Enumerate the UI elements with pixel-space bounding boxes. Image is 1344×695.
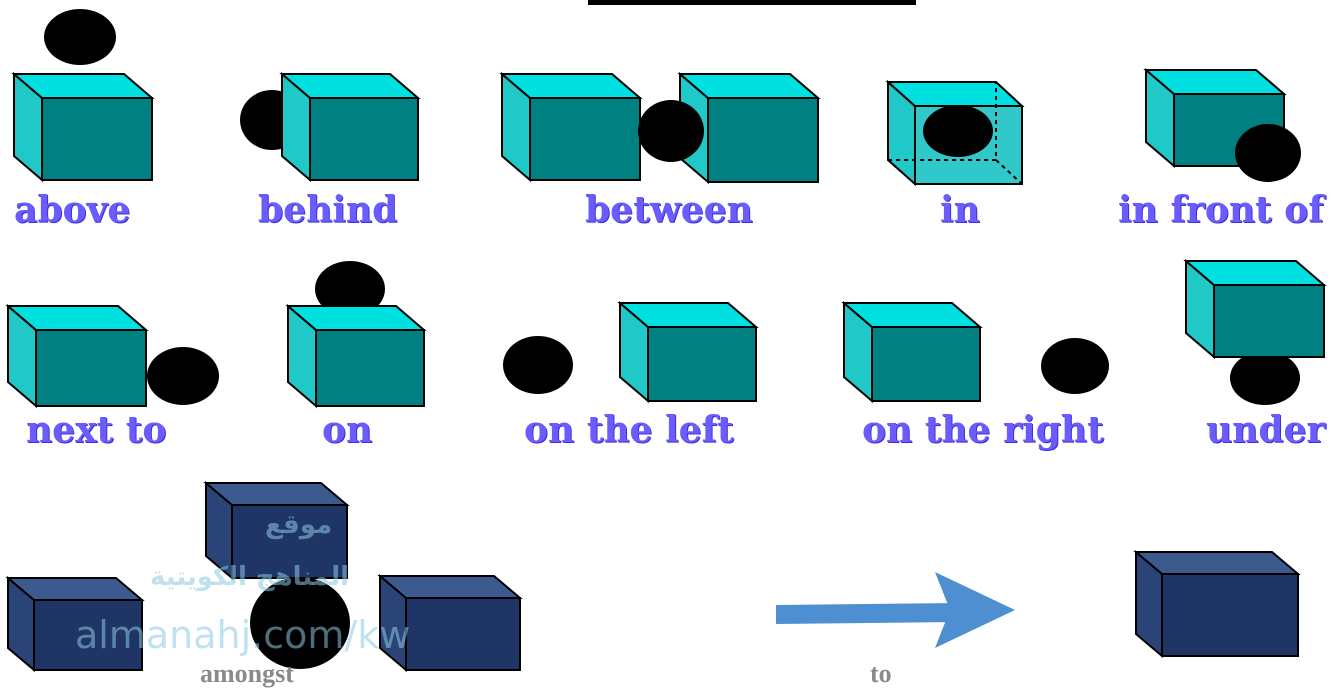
ball-under — [1230, 351, 1300, 405]
cube-next-to — [8, 306, 146, 406]
dark-cube-amongst-right-top — [380, 576, 520, 598]
label-between: between — [585, 192, 753, 228]
cube-on-the-right — [844, 303, 980, 401]
cube-on-the-left-front — [648, 327, 756, 401]
arrow-shaft — [776, 603, 960, 624]
cube-behind-front — [310, 98, 418, 180]
dark-cube-amongst-left — [8, 578, 142, 670]
dark-cube-amongst-top-top — [206, 483, 347, 505]
cube-on-the-right-front — [872, 327, 980, 401]
label-to: to — [870, 661, 892, 687]
label-on-the-right: on the right — [862, 412, 1104, 448]
dark-cube-to-top — [1136, 552, 1298, 574]
cube-under-front — [1214, 285, 1324, 357]
dark-cube-amongst-top-front — [232, 505, 347, 578]
label-above: above — [14, 192, 130, 228]
ball-on-the-left — [503, 336, 573, 394]
ball-in-front-of — [1235, 124, 1301, 182]
ball-on-the-right — [1041, 338, 1109, 394]
dark-cube-amongst-right-front — [406, 598, 520, 670]
label-on: on — [322, 412, 372, 448]
dark-cube-to — [1136, 552, 1298, 656]
ball-between — [638, 100, 704, 162]
label-on-the-left: on the left — [524, 412, 734, 448]
cube-between-left-front — [530, 98, 640, 180]
cube-between-left — [502, 74, 640, 180]
title-underline — [588, 0, 916, 5]
dark-cube-to-front — [1162, 574, 1298, 656]
dark-cube-amongst-top — [206, 483, 347, 578]
cube-on-front — [316, 330, 424, 406]
cube-under — [1186, 261, 1324, 357]
cube-between-right-front — [708, 98, 818, 182]
cube-on-the-left — [620, 303, 756, 401]
cube-on — [288, 306, 424, 406]
label-in: in — [940, 192, 980, 228]
ball-above — [44, 9, 116, 65]
label-behind: behind — [258, 192, 397, 228]
cube-above-front — [42, 98, 152, 180]
dark-cube-amongst-right — [380, 576, 520, 670]
cube-above — [14, 74, 152, 180]
label-in-front-of: in front of — [1118, 192, 1324, 228]
ball-next-to — [147, 347, 219, 405]
ball-amongst — [250, 577, 350, 669]
ball-in — [923, 105, 993, 157]
dark-cube-amongst-left-front — [34, 600, 142, 670]
cube-behind — [282, 74, 418, 180]
label-amongst: amongst — [200, 661, 294, 687]
arrow-icon — [776, 572, 1015, 648]
cube-next-to-front — [36, 330, 146, 406]
label-next-to: next to — [26, 412, 166, 448]
label-under: under — [1206, 412, 1325, 448]
